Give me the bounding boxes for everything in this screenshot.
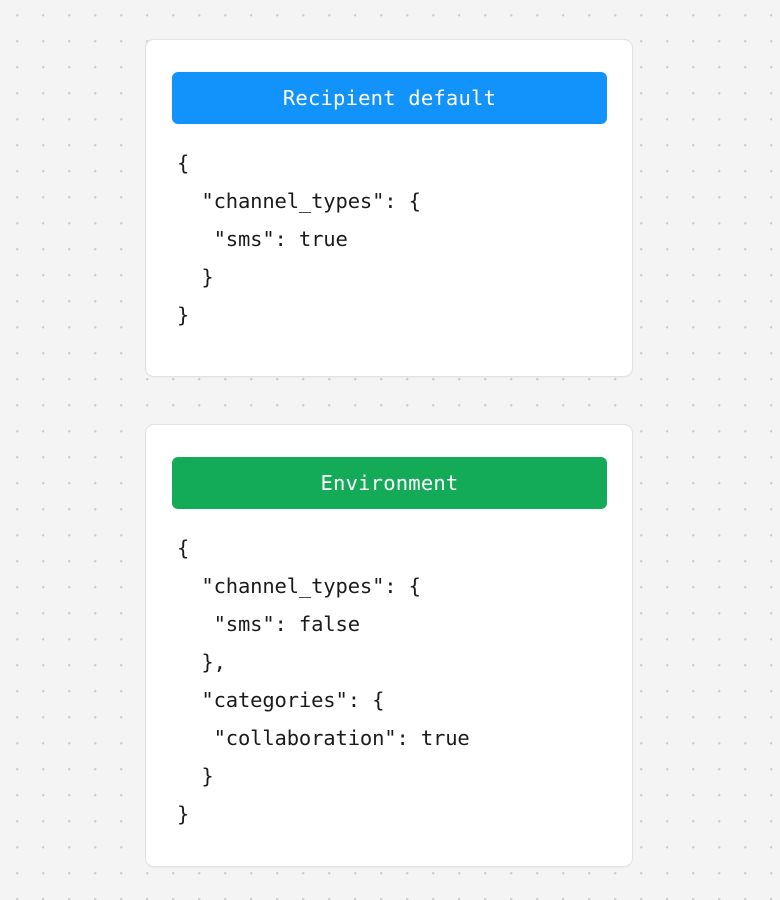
- card-header-environment[interactable]: Environment: [172, 457, 607, 509]
- card-header-label: Recipient default: [282, 85, 497, 110]
- json-code-recipient-default: { "channel_types": { "sms": true } }: [177, 151, 421, 327]
- card-recipient-default[interactable]: Recipient default { "channel_types": { "…: [145, 39, 633, 377]
- card-body-environment: { "channel_types": { "sms": false }, "ca…: [177, 529, 614, 833]
- card-header-label: Environment: [320, 470, 459, 495]
- card-header-recipient-default[interactable]: Recipient default: [172, 72, 607, 124]
- json-code-environment: { "channel_types": { "sms": false }, "ca…: [177, 536, 470, 826]
- card-environment[interactable]: Environment { "channel_types": { "sms": …: [145, 424, 633, 867]
- card-body-recipient-default: { "channel_types": { "sms": true } }: [177, 144, 614, 334]
